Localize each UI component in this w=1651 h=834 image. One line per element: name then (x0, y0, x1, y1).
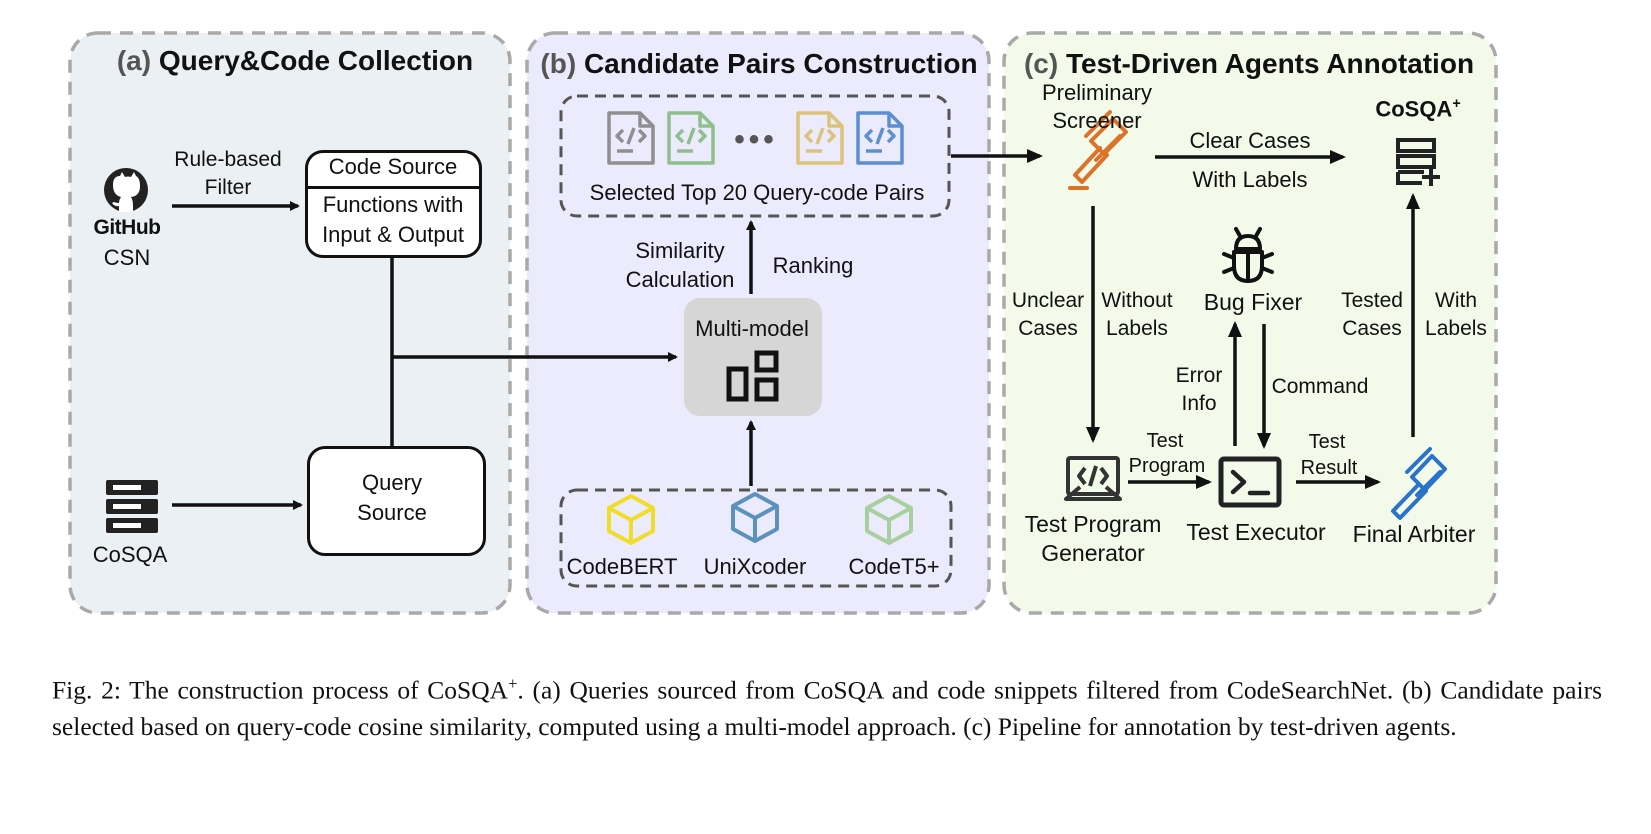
test-result-line2: Result (1300, 457, 1358, 479)
final-arbiter-gavel-icon (1391, 447, 1447, 520)
csn-label: CSN (103, 245, 151, 270)
command-label: Command (1271, 375, 1369, 398)
panel-b-title: (b) Candidate Pairs Construction (540, 47, 977, 81)
similarity-line1: Similarity (635, 238, 725, 263)
code-file-icon-yellow (796, 111, 844, 165)
test-executor-terminal-icon (1218, 456, 1282, 508)
query-source-box (307, 446, 486, 556)
diagram-canvas: (a) Query&Code Collection (b) Candidate … (68, 31, 1498, 615)
selected-pairs-label: Selected Top 20 Query-code Pairs (589, 180, 925, 205)
panel-a-title-text: Query&Code Collection (158, 45, 474, 76)
model-label-codebert: CodeBERT (566, 554, 678, 579)
query-source-line1: Query (362, 470, 422, 495)
query-source-line2: Source (357, 500, 427, 525)
unclear-line2: Cases (1018, 317, 1078, 340)
arbiter-label: Final Arbiter (1352, 521, 1476, 547)
generator-line1: Test Program (1024, 511, 1162, 537)
test-program-line1: Test (1146, 430, 1184, 452)
code-source-title: Code Source (328, 154, 458, 179)
codet5-cube-icon (865, 494, 913, 545)
cosqa-database-icon (106, 480, 158, 533)
tested-line1: Tested (1341, 289, 1403, 312)
screener-line1: Preliminary (1041, 80, 1153, 105)
with-line1: With (1435, 289, 1477, 312)
selected-pairs-group (559, 94, 951, 218)
filter-label-line1: Rule-based (174, 148, 282, 171)
test-program-line2: Program (1128, 455, 1206, 477)
cosqa-label: CoSQA (92, 542, 168, 567)
bug-fixer-icon (1222, 227, 1274, 283)
multi-model-label: Multi-model (695, 316, 809, 341)
cosqa-plus-label: CoSQA+ (1375, 96, 1460, 123)
multi-model-icon (726, 350, 779, 402)
clear-cases-line1: Clear Cases (1189, 128, 1311, 153)
cosqa-plus-text: CoSQA (1375, 96, 1453, 122)
files-ellipsis: ••• (734, 123, 778, 156)
caption-part2: . (a) Queries sourced from CoSQA and cod… (52, 675, 1602, 741)
model-label-unixcoder: UniXcoder (703, 554, 807, 579)
panel-b-title-text: Candidate Pairs Construction (583, 48, 978, 79)
without-line1: Without (1101, 289, 1173, 312)
cosqa-plus-sup: + (1452, 96, 1461, 112)
code-source-box (305, 150, 482, 258)
clear-cases-line2: With Labels (1192, 167, 1308, 192)
bug-fixer-label: Bug Fixer (1203, 289, 1303, 315)
panel-c-background (1002, 31, 1498, 615)
code-source-divider (308, 186, 479, 189)
code-source-line1: Functions with (322, 192, 464, 217)
figure-caption: Fig. 2: The construction process of CoSQ… (52, 666, 1602, 745)
error-info-line2: Info (1181, 392, 1217, 415)
similarity-line2: Calculation (625, 267, 735, 292)
model-label-codet5: CodeT5+ (848, 554, 940, 579)
panel-c-title-text: Test-Driven Agents Annotation (1065, 48, 1475, 79)
filter-label-line2: Filter (204, 176, 252, 199)
caption-part1: Fig. 2: The construction process of CoSQ… (52, 675, 509, 705)
cosqa-plus-database-icon (1396, 138, 1440, 186)
generator-line2: Generator (1041, 540, 1145, 566)
executor-label: Test Executor (1186, 519, 1326, 545)
github-icon (104, 168, 148, 212)
models-group (559, 488, 953, 588)
code-file-icon-green (667, 111, 715, 165)
error-info-line1: Error (1175, 364, 1223, 387)
code-file-icon-gray (607, 111, 655, 165)
screener-line2: Screener (1052, 108, 1142, 133)
panel-a-title: (a) Query&Code Collection (117, 44, 473, 78)
preliminary-screener-gavel-icon (1068, 110, 1128, 190)
test-program-generator-icon (1064, 456, 1122, 501)
without-line2: Labels (1106, 317, 1168, 340)
caption-sup: + (508, 674, 518, 693)
code-file-icon-blue (856, 111, 904, 165)
unixcoder-cube-icon (731, 492, 779, 543)
panel-c-title: (c) Test-Driven Agents Annotation (1024, 47, 1474, 81)
ranking-label: Ranking (772, 253, 854, 278)
code-source-line2: Input & Output (322, 222, 464, 247)
codebert-cube-icon (607, 494, 655, 545)
panel-a-letter: (a) (116, 45, 152, 76)
github-logo-text: GitHub (93, 216, 161, 239)
tested-line2: Cases (1342, 317, 1402, 340)
panel-b-letter: (b) (540, 48, 577, 79)
multi-model-box (684, 298, 822, 416)
with-line2: Labels (1425, 317, 1487, 340)
unclear-line1: Unclear (1011, 289, 1085, 312)
panel-c-letter: (c) (1023, 48, 1059, 79)
test-result-line1: Test (1308, 431, 1346, 453)
